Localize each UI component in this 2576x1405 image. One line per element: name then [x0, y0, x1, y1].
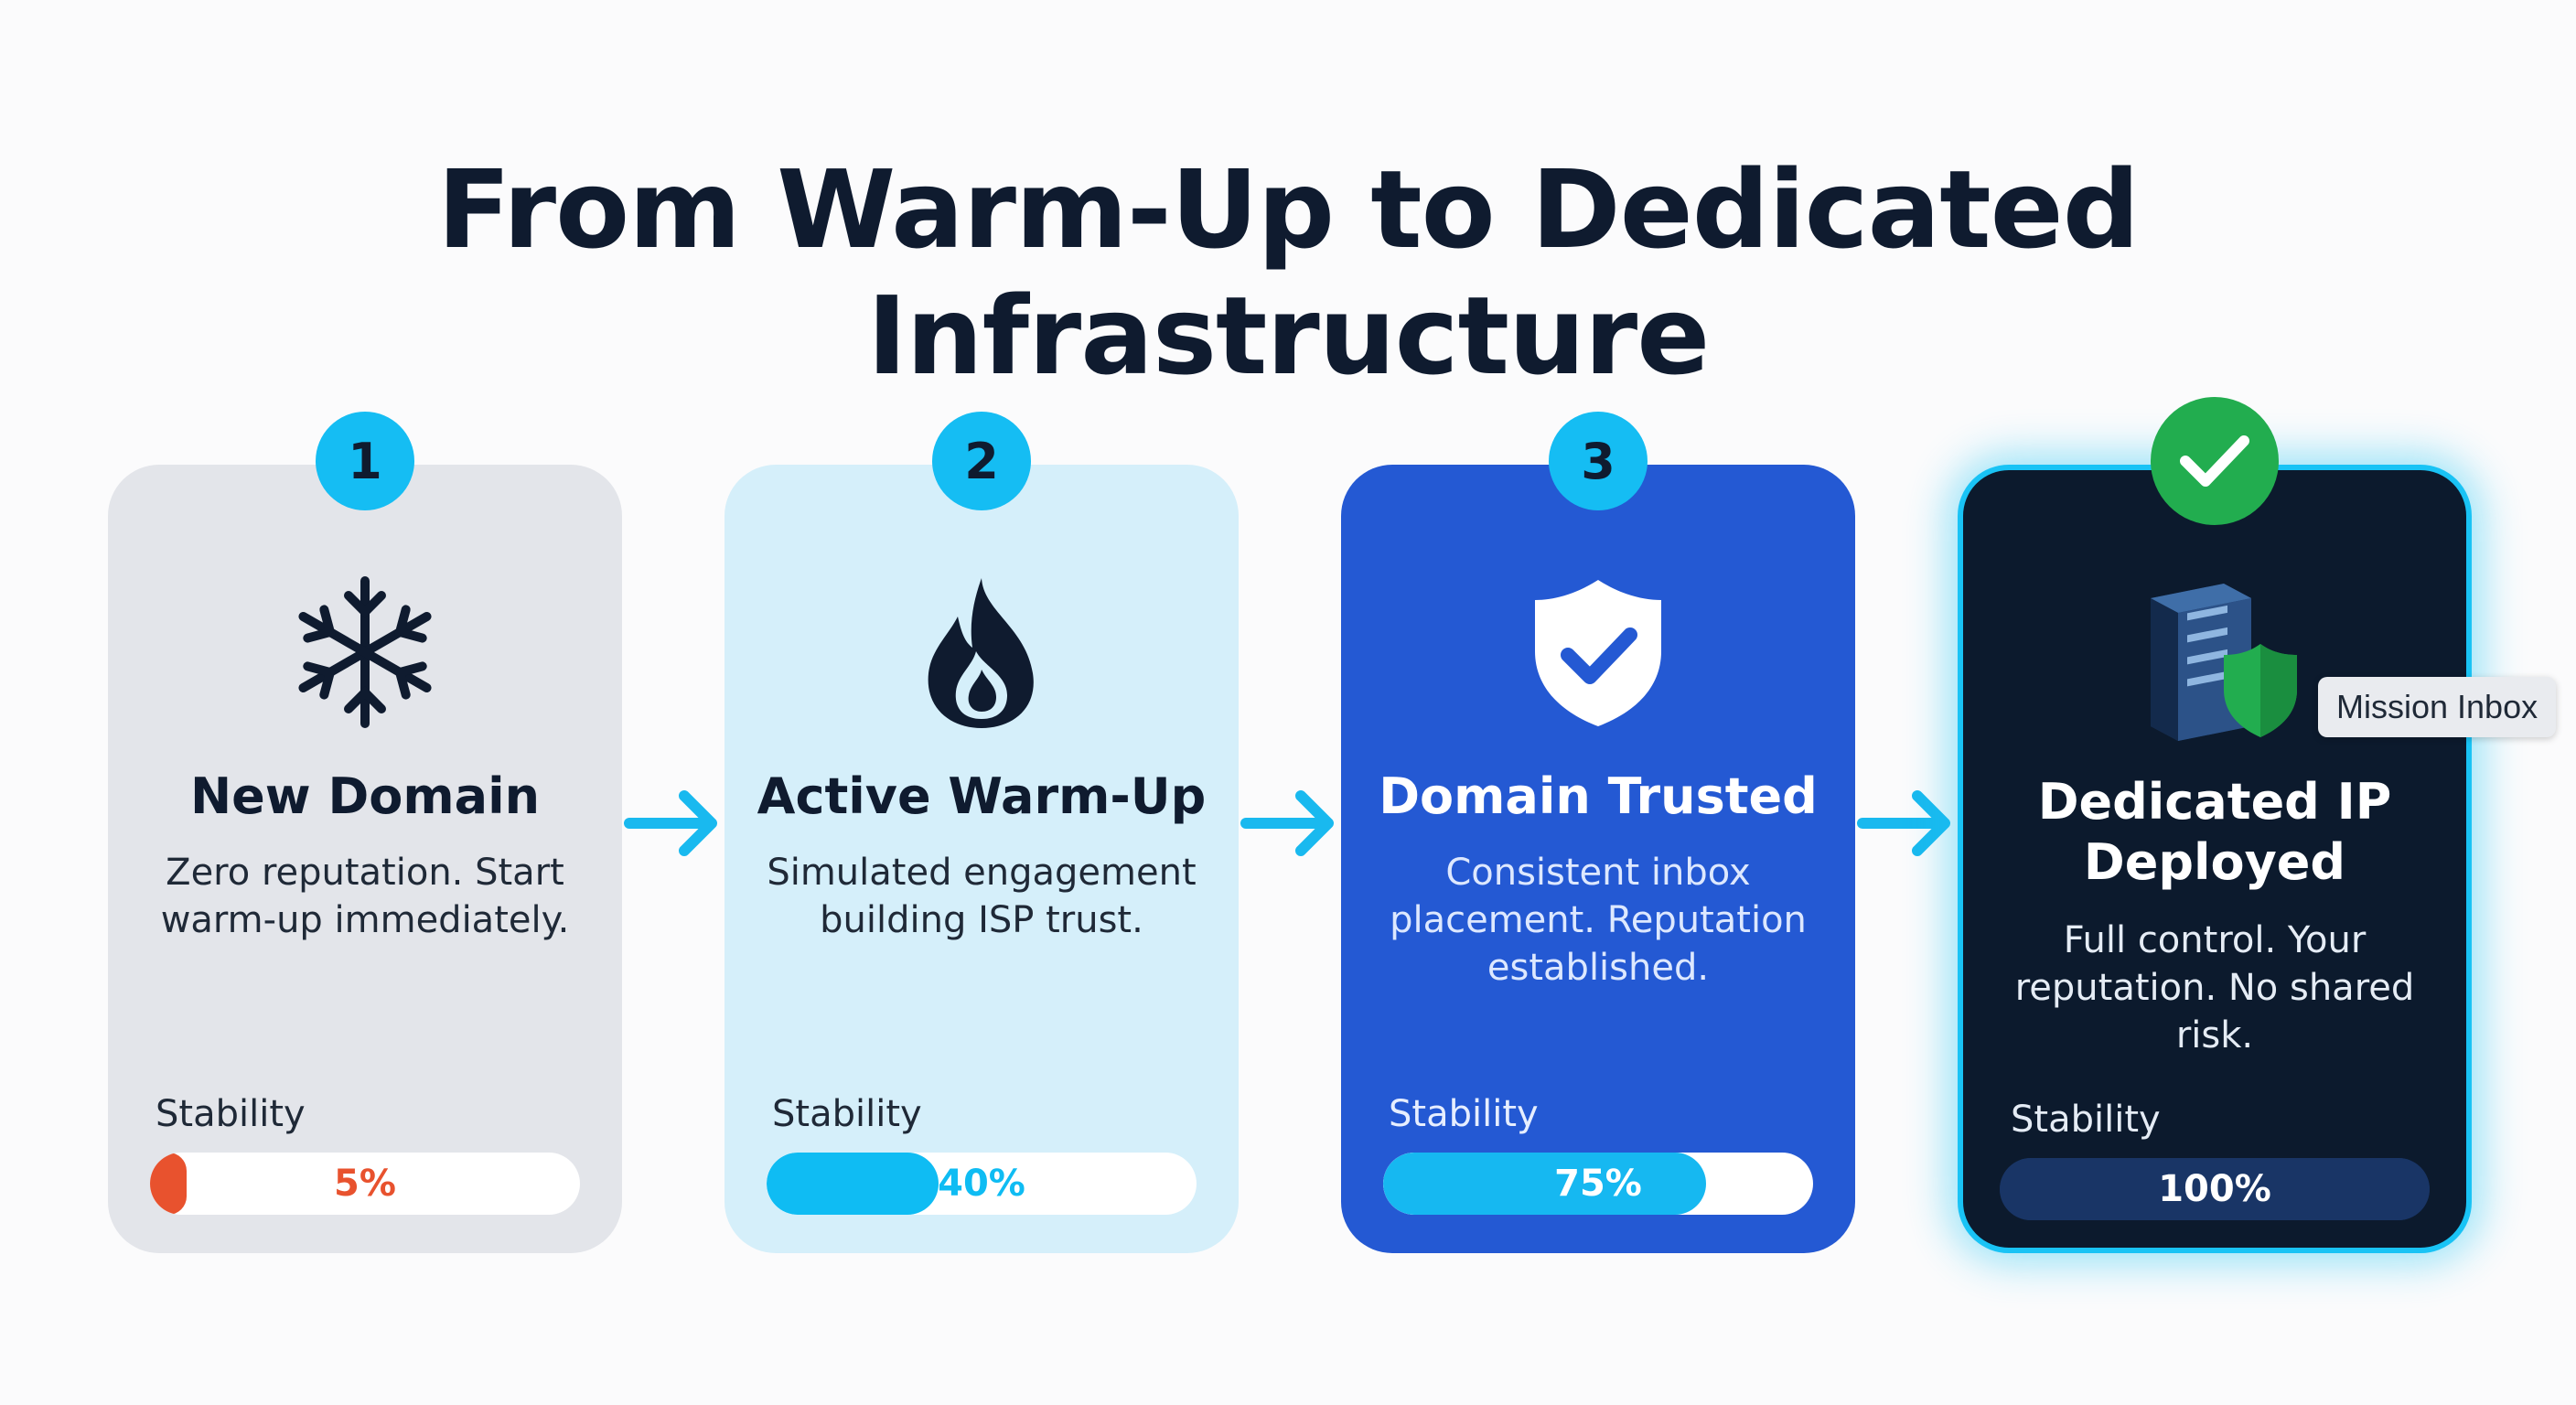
- stability-bar: 75%: [1383, 1153, 1813, 1215]
- arrow-right-icon: [1857, 790, 1950, 856]
- stability-label: Stability: [2011, 1099, 2161, 1141]
- stage-title: New Domain: [189, 767, 541, 825]
- flame-icon: [918, 574, 1046, 734]
- server-shield-icon: [2123, 562, 2306, 748]
- step-badge-1: 1: [316, 412, 414, 510]
- page-title: From Warm-Up to Dedicated Infrastructure: [436, 146, 2140, 399]
- stability-percent: 100%: [2158, 1168, 2271, 1210]
- stability-percent: 40%: [938, 1163, 1025, 1205]
- stage-description: Zero reputation. Start warm-up immediate…: [160, 852, 570, 941]
- checkmark-icon: [2151, 397, 2279, 525]
- arrow-right-icon: [1240, 790, 1334, 856]
- stage-card-dedicated-ip: Dedicated IP Deployed Full control. Your…: [1958, 397, 2472, 1253]
- stage-title: Active Warm-Up: [757, 767, 1207, 825]
- stage-description: Simulated engagement building ISP trust.: [767, 852, 1197, 941]
- stability-fill: [2000, 1158, 2430, 1220]
- stage-description: Full control. Your reputation. No shared…: [2014, 919, 2415, 1056]
- stability-bar: 100%: [2000, 1158, 2430, 1220]
- step-badge-3: 3: [1549, 412, 1648, 510]
- stage-title: Domain Trusted: [1379, 767, 1818, 825]
- snowflake-icon: [292, 574, 438, 734]
- stability-label: Stability: [156, 1093, 306, 1135]
- stage-card-domain-trusted: 3 Domain Trusted Consistent inbox placem…: [1341, 412, 1855, 1253]
- step-badge-2: 2: [932, 412, 1031, 510]
- stability-fill: [1383, 1153, 1706, 1215]
- stability-percent: 5%: [334, 1163, 396, 1205]
- stability-fill: [150, 1153, 187, 1215]
- stage-description: Consistent inbox placement. Reputation e…: [1390, 852, 1807, 989]
- stage-title: Dedicated IP Deployed: [2037, 773, 2392, 891]
- mission-inbox-tooltip: Mission Inbox: [2318, 677, 2557, 737]
- arrow-right-icon: [624, 790, 717, 856]
- stability-label: Stability: [772, 1093, 922, 1135]
- stability-label: Stability: [1389, 1093, 1539, 1135]
- stability-percent: 75%: [1554, 1163, 1642, 1205]
- shield-check-icon: [1530, 574, 1667, 734]
- stability-fill: [767, 1153, 939, 1215]
- stability-bar: 5%: [150, 1153, 580, 1215]
- stability-bar: 40%: [767, 1153, 1197, 1215]
- stage-card-active-warm-up: 2 Active Warm-Up Simulated engagement bu…: [724, 412, 1239, 1253]
- stage-card-new-domain: 1 New Domain: [108, 412, 622, 1253]
